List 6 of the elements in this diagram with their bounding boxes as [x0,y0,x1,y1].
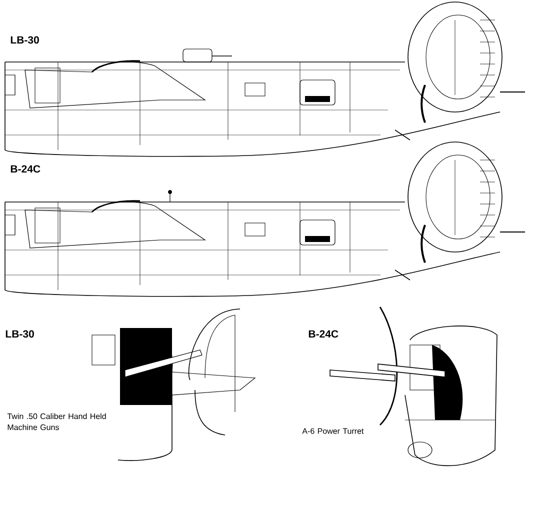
model-label: LB-30 [10,36,39,44]
callout-text: Twin .50 Caliber Hand Held Machine Guns [7,413,106,430]
model-label: B-24C [10,165,40,173]
model-label: B-24C [308,330,338,338]
callout-text: A-6 Power Turret [302,428,364,434]
model-label: LB-30 [6,330,34,338]
